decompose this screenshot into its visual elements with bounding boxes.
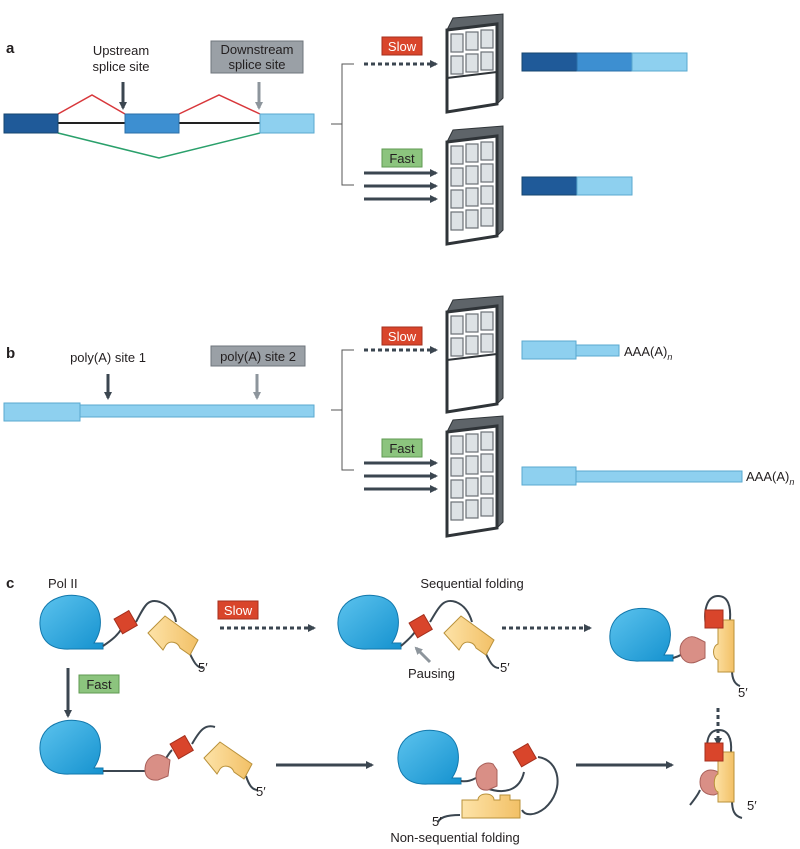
window-fast-a	[445, 125, 504, 246]
splice-path-red-1	[57, 94, 126, 115]
fast-label-a: Fast	[389, 151, 415, 166]
exon-1	[3, 113, 59, 134]
pol2-state-nonsequential: 5′	[397, 729, 559, 829]
product-slow-b-body	[575, 344, 620, 357]
panel-label-c: c	[6, 575, 14, 592]
panel-label-b: b	[6, 345, 15, 362]
pol2-state-fast: 5′	[39, 719, 266, 799]
five-prime-1: 5′	[198, 660, 208, 675]
bracket-a	[331, 63, 354, 186]
splice-path-green	[57, 132, 261, 159]
slow-label-c: Slow	[224, 603, 253, 618]
exon-2	[124, 113, 180, 134]
product-fast-exon-3	[576, 176, 633, 196]
fast-tag-a	[381, 148, 423, 168]
polya-tail-fast: AAA(A)n	[746, 469, 794, 487]
window-fast-b	[445, 415, 504, 538]
gene-b-body	[79, 404, 315, 418]
pol2-state-sequential-folded: 5′	[609, 594, 748, 700]
rna-final-folded: 5′	[689, 728, 757, 819]
product-fast-exon-1	[521, 176, 578, 196]
five-prime-3: 5′	[738, 685, 748, 700]
slow-tag-c	[217, 600, 259, 620]
downstream-splice-label-line2: splice site	[228, 57, 285, 72]
polya-site2-tag	[210, 345, 306, 367]
product-fast-b-body	[575, 470, 743, 483]
gene-b-exon	[3, 402, 81, 422]
slow-tag-b	[381, 326, 423, 346]
fast-tag-b	[381, 438, 423, 458]
bracket-b	[331, 349, 354, 471]
product-slow-b-exon	[521, 340, 577, 360]
polya-site2-label: poly(A) site 2	[220, 349, 296, 364]
downstream-splice-tag	[210, 40, 304, 74]
window-slow-b	[445, 295, 504, 414]
downstream-splice-label-line1: Downstream	[221, 42, 294, 57]
polya-tail-slow: AAA(A)n	[624, 344, 672, 362]
polya-site1-label: poly(A) site 1	[70, 350, 146, 365]
fast-label-c: Fast	[86, 677, 112, 692]
slow-label-a: Slow	[388, 39, 417, 54]
window-slow-a	[445, 13, 504, 114]
pausing-arrow	[414, 646, 432, 664]
upstream-splice-label-line2: splice site	[92, 59, 149, 74]
upstream-splice-label-line1: Upstream	[93, 43, 149, 58]
splice-path-red-2	[178, 94, 261, 115]
product-slow-exon-2	[576, 52, 633, 72]
product-fast-b-exon	[521, 466, 577, 486]
slow-label-b: Slow	[388, 329, 417, 344]
product-slow-exon-1	[521, 52, 578, 72]
nonsequential-folding-label: Non-sequential folding	[390, 830, 519, 845]
pausing-label: Pausing	[408, 666, 455, 681]
five-prime-5: 5′	[432, 814, 442, 829]
slow-tag-a	[381, 36, 423, 56]
five-prime-2: 5′	[500, 660, 510, 675]
fast-tag-c	[78, 674, 120, 694]
pol2-state-initial: 5′	[39, 594, 208, 675]
five-prime-6: 5′	[747, 798, 757, 813]
pol2-label: Pol II	[48, 576, 78, 591]
exon-3	[259, 113, 315, 134]
sequential-folding-label: Sequential folding	[420, 576, 523, 591]
product-slow-exon-3	[631, 52, 688, 72]
panel-label-a: a	[6, 40, 15, 57]
five-prime-4: 5′	[256, 784, 266, 799]
pol2-state-paused: 5′	[337, 594, 510, 675]
fast-label-b: Fast	[389, 441, 415, 456]
